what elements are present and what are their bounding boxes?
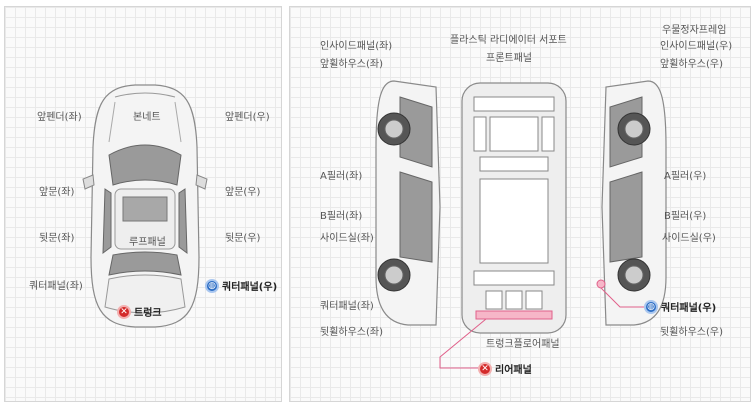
badge-trunk[interactable]: ✕ 트렁크: [117, 304, 162, 319]
badge-label: 리어패널: [495, 365, 532, 376]
label-trunk-floor[interactable]: 트렁크플로어패널: [486, 339, 560, 350]
label-b-pillar-right[interactable]: B필러(우): [664, 211, 707, 222]
label-roof-panel[interactable]: 루프패널: [129, 237, 166, 248]
label-front-door-right[interactable]: 앞문(우): [225, 187, 261, 198]
label-rear-door-right[interactable]: 뒷문(우): [225, 233, 261, 244]
label-side-sill-right[interactable]: 사이드실(우): [662, 233, 716, 244]
label-quarter-panel-left[interactable]: 쿼터패널(좌): [320, 301, 374, 312]
label-front-door-left[interactable]: 앞문(좌): [39, 187, 75, 198]
badge-label: 트렁크: [134, 308, 162, 319]
label-radiator-support[interactable]: 플라스틱 라디에이터 서포트: [450, 35, 567, 46]
label-quarter-panel-left[interactable]: 쿼터패널(좌): [29, 281, 83, 292]
badge-rear-panel[interactable]: ✕ 리어패널: [478, 361, 532, 376]
label-a-pillar-left[interactable]: A필러(좌): [320, 171, 363, 182]
label-front-fender-left[interactable]: 앞펜더(좌): [37, 112, 82, 123]
badge-quarter-panel-right[interactable]: ◍ 쿼터패널(우): [205, 278, 277, 293]
label-rear-wheelhouse-left[interactable]: 뒷휠하우스(좌): [320, 327, 384, 338]
badge-label: 쿼터패널(우): [222, 282, 278, 293]
label-front-panel[interactable]: 프론트패널: [486, 53, 532, 64]
car-top-view: [82, 84, 208, 328]
label-rear-door-left[interactable]: 뒷문(좌): [39, 233, 75, 244]
label-bonnet[interactable]: 본네트: [133, 112, 161, 123]
label-front-wheelhouse-right[interactable]: 앞휠하우스(우): [660, 59, 724, 70]
label-rear-wheelhouse-right[interactable]: 뒷휠하우스(우): [660, 327, 724, 338]
wrench-red-icon: ✕: [478, 361, 492, 376]
label-front-fender-right[interactable]: 앞펜더(우): [225, 112, 270, 123]
globe-blue-icon: ◍: [644, 299, 658, 314]
globe-blue-icon: ◍: [205, 278, 219, 293]
label-side-sill-left[interactable]: 사이드실(좌): [320, 233, 374, 244]
label-front-wheelhouse-left[interactable]: 앞휠하우스(좌): [320, 59, 384, 70]
label-a-pillar-right[interactable]: A필러(우): [664, 171, 707, 182]
label-cowl-frame[interactable]: 우물정자프레임: [662, 25, 727, 36]
frame-panel: 플라스틱 라디에이터 서포트 프론트패널 인사이드패널(좌) 앞휠하우스(좌) …: [289, 6, 751, 402]
label-inside-panel-left[interactable]: 인사이드패널(좌): [320, 41, 393, 52]
car-frame-view: [375, 80, 667, 369]
label-inside-panel-right[interactable]: 인사이드패널(우): [660, 41, 733, 52]
badge-quarter-panel-right[interactable]: ◍ 쿼터패널(우): [644, 299, 716, 314]
label-b-pillar-left[interactable]: B필러(좌): [320, 211, 363, 222]
badge-label: 쿼터패널(우): [661, 303, 717, 314]
exterior-panel: 본네트 앞펜더(좌) 앞펜더(우) 앞문(좌) 앞문(우) 뒷문(좌) 뒷문(우…: [4, 6, 282, 402]
wrench-red-icon: ✕: [117, 304, 131, 319]
